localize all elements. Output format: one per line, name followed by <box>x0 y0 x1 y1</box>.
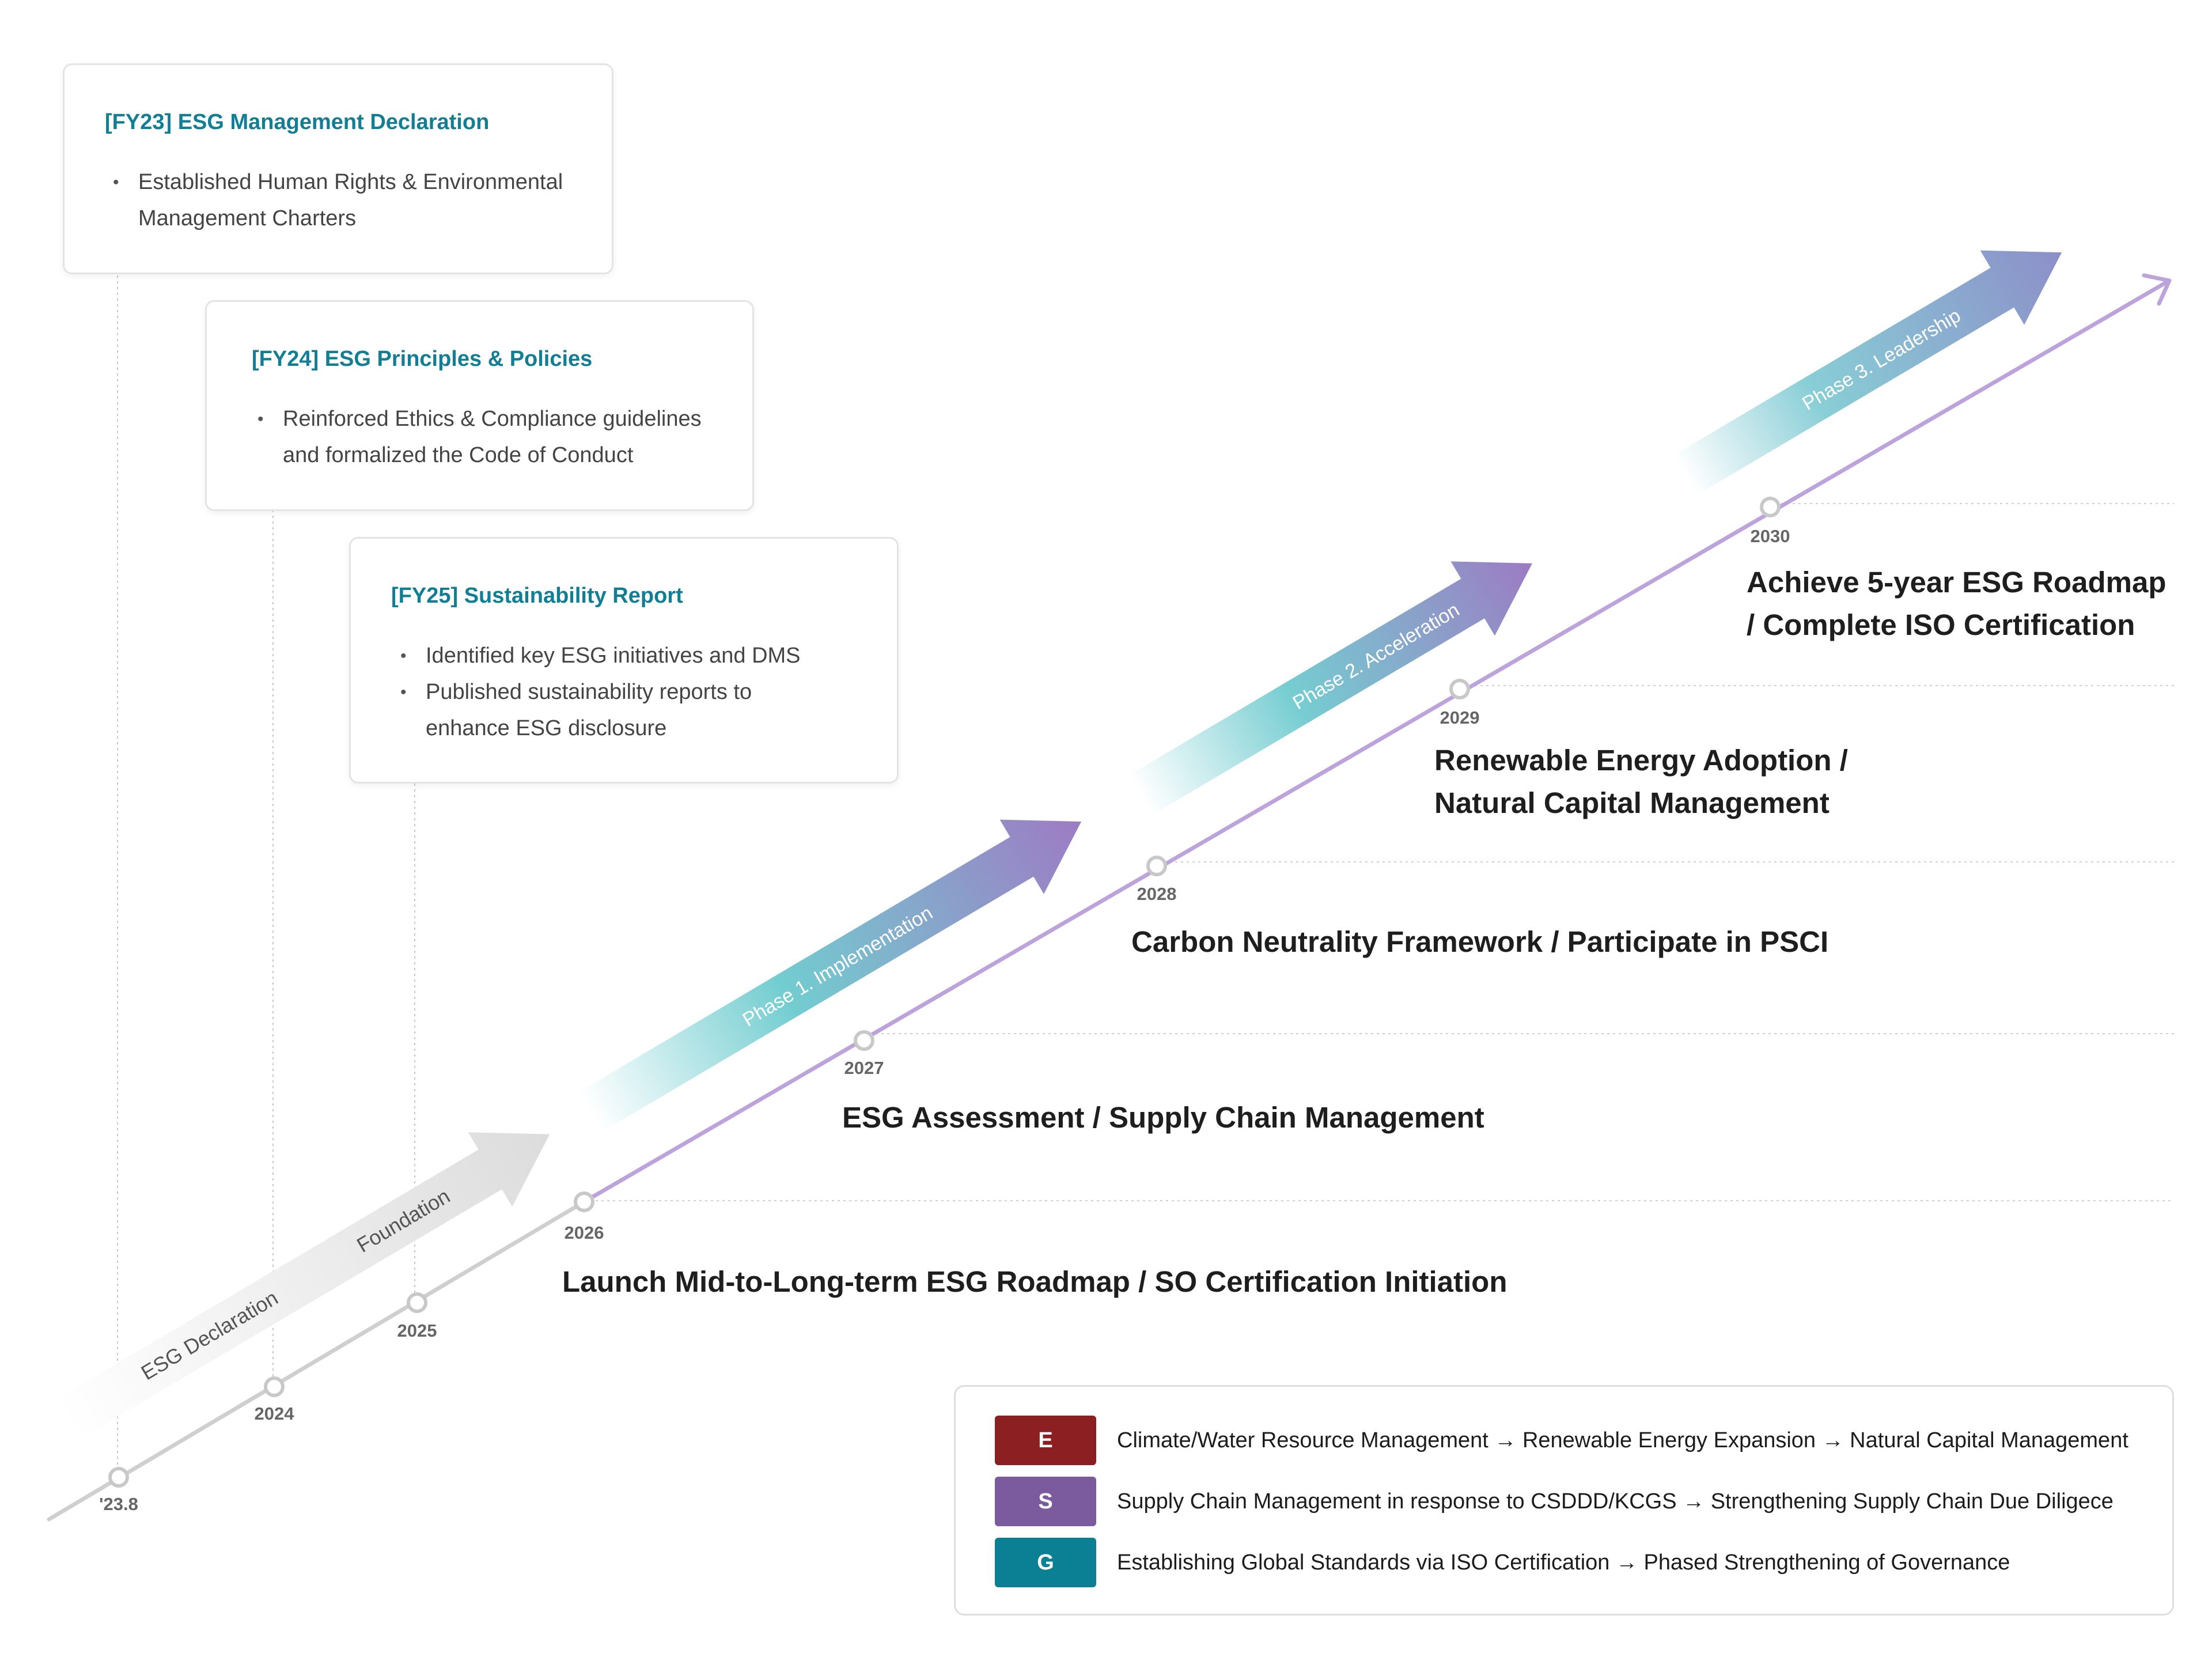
card-fy23: [FY23] ESG Management Declaration Establ… <box>63 63 613 274</box>
milestone-2027: ESG Assessment / Supply Chain Management <box>842 1101 1484 1134</box>
year-node <box>407 1292 427 1313</box>
card-title: [FY24] ESG Principles & Policies <box>252 347 593 371</box>
phase-arrow-phase-2 <box>1128 561 1532 815</box>
phase-label: Phase 3. Leadership <box>1798 305 1964 415</box>
year-node <box>264 1376 285 1397</box>
card-fy25: [FY25] Sustainability Report Identified … <box>349 537 899 784</box>
card-bullet-continuation: and formalized the Code of Conduct <box>283 443 634 467</box>
milestone-texts: Launch Mid-to-Long-term ESG Roadmap / SO… <box>562 566 2166 1298</box>
card-title: [FY25] Sustainability Report <box>391 584 683 608</box>
card-title: [FY23] ESG Management Declaration <box>105 110 490 134</box>
milestone-2026: Launch Mid-to-Long-term ESG Roadmap / SO… <box>562 1265 1508 1298</box>
milestone-2029-line-2: Natural Capital Management <box>1434 786 1830 819</box>
card-bullet: Reinforced Ethics & Compliance guideline… <box>251 401 702 437</box>
card-bullet: Established Human Rights & Environmental <box>106 164 563 200</box>
year-node <box>108 1467 129 1488</box>
milestone-2028: Carbon Neutrality Framework / Participat… <box>1131 925 1828 958</box>
card-bullets: Identified key ESG initiatives and DMS P… <box>393 638 801 710</box>
timeline-line-grey <box>47 1200 586 1522</box>
legend-row-s: S Supply Chain Management in response to… <box>995 1477 2113 1526</box>
legend-badge-s: S <box>995 1477 1096 1526</box>
phase-label: ESG Declaration <box>137 1286 282 1385</box>
year-label: 2029 <box>1440 708 1480 728</box>
phase-arrow-foundation <box>54 1132 550 1440</box>
legend: E Climate/Water Resource Management → Re… <box>954 1385 2174 1616</box>
legend-text-s: Supply Chain Management in response to C… <box>1117 1489 2113 1514</box>
timeline-line-purple <box>582 278 2172 1204</box>
year-label: 2024 <box>255 1403 295 1424</box>
legend-text-g: Establishing Global Standards via ISO Ce… <box>1117 1550 2010 1575</box>
card-bullets: Established Human Rights & Environmental <box>106 164 563 200</box>
year-label: 2030 <box>1751 526 1790 546</box>
card-bullet-continuation: Management Charters <box>138 206 357 230</box>
card-fy24: [FY24] ESG Principles & Policies Reinfor… <box>205 300 754 511</box>
timeline-arrowhead <box>2142 273 2172 306</box>
milestone-2030-line-1: Achieve 5-year ESG Roadmap <box>1747 566 2166 599</box>
card-bullet-continuation: enhance ESG disclosure <box>426 716 667 740</box>
year-label: 2026 <box>565 1223 604 1243</box>
year-label: 2028 <box>1137 884 1177 904</box>
milestone-guide-lines <box>584 503 2174 1201</box>
year-label: 2027 <box>844 1058 884 1078</box>
phase-arrow-phase-3 <box>1673 250 2062 495</box>
card-bullets: Reinforced Ethics & Compliance guideline… <box>251 401 702 437</box>
legend-row-e: E Climate/Water Resource Management → Re… <box>995 1416 2128 1465</box>
year-node <box>1449 679 1470 699</box>
year-node <box>1146 856 1167 876</box>
card-bullet: Published sustainability reports to <box>393 674 801 710</box>
year-node <box>854 1030 874 1051</box>
legend-badge-g: G <box>995 1538 1096 1587</box>
year-nodes <box>108 497 1781 1488</box>
legend-text-e: Climate/Water Resource Management → Rene… <box>1117 1428 2128 1452</box>
year-node <box>574 1191 594 1212</box>
phase-arrow-phase-1 <box>578 819 1082 1132</box>
year-label: 2025 <box>397 1321 437 1341</box>
phase-label: Phase 1. Implementation <box>739 902 937 1031</box>
timeline <box>47 273 2172 1522</box>
card-bullet: Identified key ESG initiatives and DMS <box>393 638 801 674</box>
legend-row-g: G Establishing Global Standards via ISO … <box>995 1538 2010 1587</box>
milestone-2030-line-2: / Complete ISO Certification <box>1747 608 2135 641</box>
year-labels: '23.8 2024 2025 2026 2027 2028 2029 2030 <box>99 526 1790 1514</box>
milestone-2029-line-1: Renewable Energy Adoption / <box>1434 744 1848 777</box>
year-node <box>1760 497 1781 517</box>
phase-label: Phase 2. Acceleration <box>1289 599 1463 714</box>
year-label: '23.8 <box>99 1494 138 1514</box>
legend-badge-e: E <box>995 1416 1096 1465</box>
